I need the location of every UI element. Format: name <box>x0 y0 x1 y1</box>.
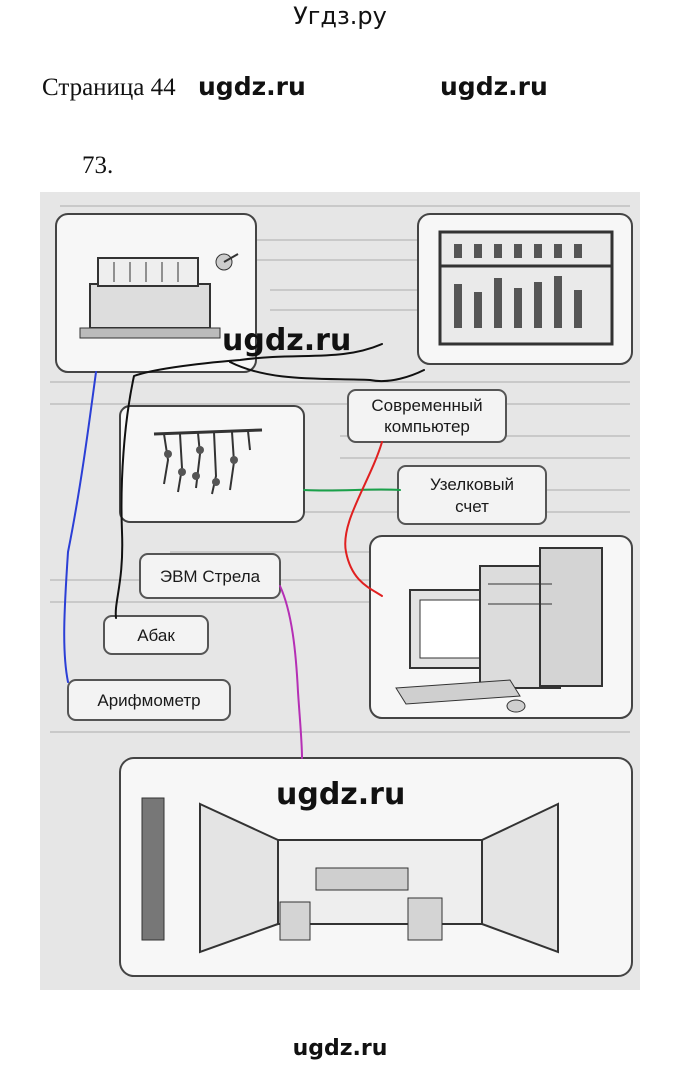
site-title: Угдз.ру <box>293 2 387 30</box>
label-abacus-text: Абак <box>137 626 175 645</box>
label-modern-computer-line1: Современный <box>371 396 482 415</box>
task-number: 73. <box>82 152 114 179</box>
connector-green <box>303 488 401 492</box>
label-knot-counting: Узелковый счет <box>397 465 547 525</box>
picture-modern-computer <box>369 535 633 719</box>
label-arithmometer: Арифмометр <box>67 679 231 721</box>
label-evm-strela: ЭВМ Стрела <box>139 553 281 599</box>
connector-black <box>114 343 425 619</box>
watermark-figure-1: ugdz.ru <box>222 323 351 358</box>
label-knot-counting-line1: Узелковый <box>430 475 514 494</box>
watermark-top-left: ugdz.ru <box>198 72 306 101</box>
watermark-figure-2: ugdz.ru <box>276 777 405 812</box>
picture-arithmometer <box>55 213 257 373</box>
matching-diagram: Современный компьютер Узелковый счет ЭВМ… <box>50 205 633 977</box>
label-knot-counting-line2: счет <box>455 497 489 516</box>
label-abacus: Абак <box>103 615 209 655</box>
picture-abacus <box>417 213 633 365</box>
connector-red <box>344 441 383 597</box>
picture-knots <box>119 405 305 523</box>
page-label: Страница 44 <box>42 74 176 101</box>
label-arithmometer-text: Арифмометр <box>97 691 200 710</box>
footer-watermark: ugdz.ru <box>292 1036 388 1061</box>
connector-blue <box>63 371 97 683</box>
watermark-top-right: ugdz.ru <box>440 72 548 101</box>
label-modern-computer-line2: компьютер <box>384 417 470 436</box>
textbook-figure: Современный компьютер Узелковый счет ЭВМ… <box>40 192 640 990</box>
connector-purple <box>279 585 303 759</box>
picture-evm-strela <box>119 757 633 977</box>
label-modern-computer: Современный компьютер <box>347 389 507 443</box>
label-evm-strela-text: ЭВМ Стрела <box>160 567 261 586</box>
